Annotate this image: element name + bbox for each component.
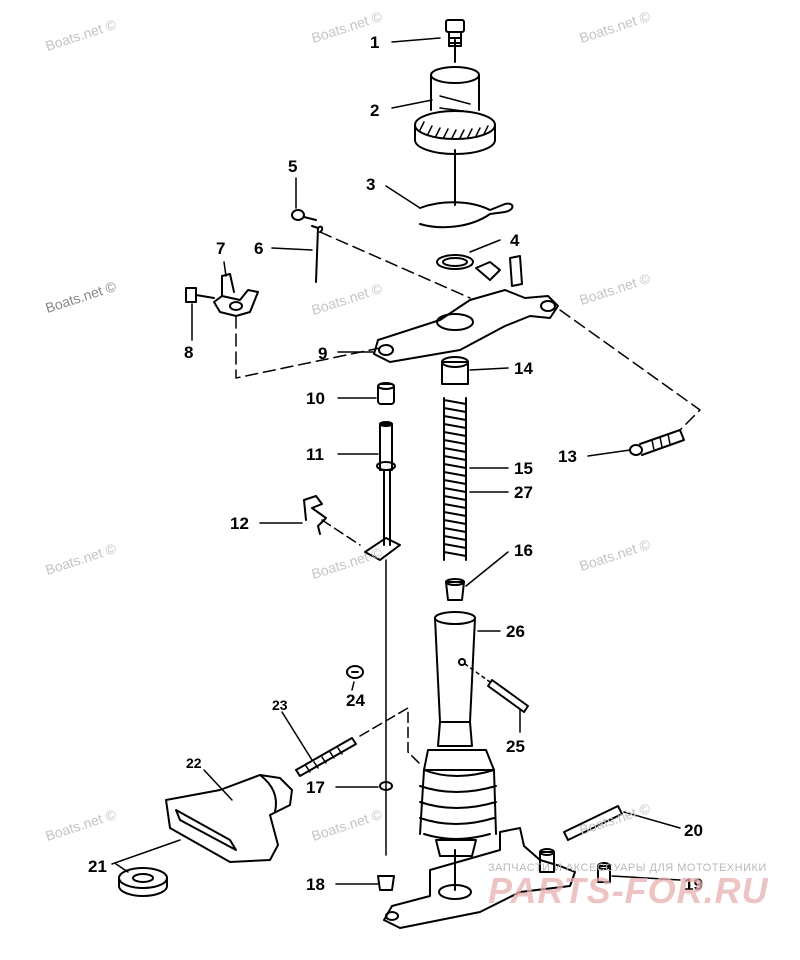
callout-label-7: 7 xyxy=(216,239,226,258)
part-18-nut xyxy=(377,875,395,891)
callout-label-2: 2 xyxy=(370,101,380,120)
part-21-washer xyxy=(118,867,168,897)
callout-label-25: 25 xyxy=(506,737,525,756)
part-12-clip xyxy=(303,495,327,535)
callout-label-17: 17 xyxy=(306,778,325,797)
callout-label-4: 4 xyxy=(510,231,520,250)
part-24-screw xyxy=(346,665,364,679)
part-15-spring xyxy=(443,397,467,561)
part-10-bushing xyxy=(377,382,395,405)
callout-label-26: 26 xyxy=(506,622,525,641)
part-3-spring-clip xyxy=(419,201,514,229)
callout-label-27: 27 xyxy=(514,483,533,502)
part-9-lever-arm xyxy=(373,255,559,363)
callout-label-10: 10 xyxy=(306,389,325,408)
part-8-screw xyxy=(185,287,215,303)
callout-label-3: 3 xyxy=(366,175,376,194)
dashed-leader-6 xyxy=(319,231,471,299)
part-1-screw xyxy=(445,19,465,47)
callout-label-5: 5 xyxy=(288,157,298,176)
brand-tagline: ЗАПЧАСТИ И АКСЕССУАРЫ ДЛЯ МОТОТЕХНИКИ xyxy=(488,862,767,874)
part-7-bracket xyxy=(213,273,259,317)
callout-label-16: 16 xyxy=(514,541,533,560)
callout-label-14: 14 xyxy=(514,359,533,378)
part-13-bolt xyxy=(629,429,685,456)
dashed-leader-23 xyxy=(359,707,421,765)
callout-label-18: 18 xyxy=(306,875,325,894)
part-11-shaft xyxy=(364,421,401,856)
part-16-cap xyxy=(445,578,465,601)
part-23-threaded-rod xyxy=(295,737,357,777)
leader-25 xyxy=(464,663,491,683)
callout-leaders xyxy=(111,37,681,885)
part-22-handle xyxy=(165,774,293,863)
callout-label-24: 24 xyxy=(346,691,365,710)
callout-label-8: 8 xyxy=(184,343,194,362)
callout-label-22: 22 xyxy=(186,755,202,771)
dashed-leader-7 xyxy=(235,315,381,379)
part-17-nut xyxy=(379,781,393,791)
callout-label-9: 9 xyxy=(318,344,328,363)
part-2-pulley xyxy=(414,66,496,155)
callout-label-1: 1 xyxy=(370,33,380,52)
part-bellows xyxy=(419,749,497,857)
part-14-nut xyxy=(441,356,469,385)
callout-label-15: 15 xyxy=(514,459,533,478)
part-20-pin xyxy=(563,805,623,841)
part-26-tube xyxy=(434,611,476,747)
dashed-leader-13 xyxy=(559,309,701,431)
callout-label-12: 12 xyxy=(230,514,249,533)
brand-watermark: ЗАПЧАСТИ И АКСЕССУАРЫ ДЛЯ МОТОТЕХНИКИ PA… xyxy=(488,862,784,912)
part-5-screw xyxy=(291,209,317,221)
callout-label-6: 6 xyxy=(254,239,264,258)
callout-label-13: 13 xyxy=(558,447,577,466)
callout-label-11: 11 xyxy=(306,445,324,464)
callout-label-19: 19 xyxy=(684,875,703,894)
callout-label-20: 20 xyxy=(684,821,703,840)
callout-label-21: 21 xyxy=(88,857,107,876)
part-6-pin xyxy=(311,225,324,283)
dashed-leader-12 xyxy=(321,519,361,546)
part-19-base-bracket xyxy=(383,827,611,929)
brand-name: PARTS-FOR.RU xyxy=(488,870,769,911)
part-4-washer xyxy=(436,254,474,270)
callout-label-23: 23 xyxy=(272,697,288,713)
part-25-pin xyxy=(487,679,529,713)
